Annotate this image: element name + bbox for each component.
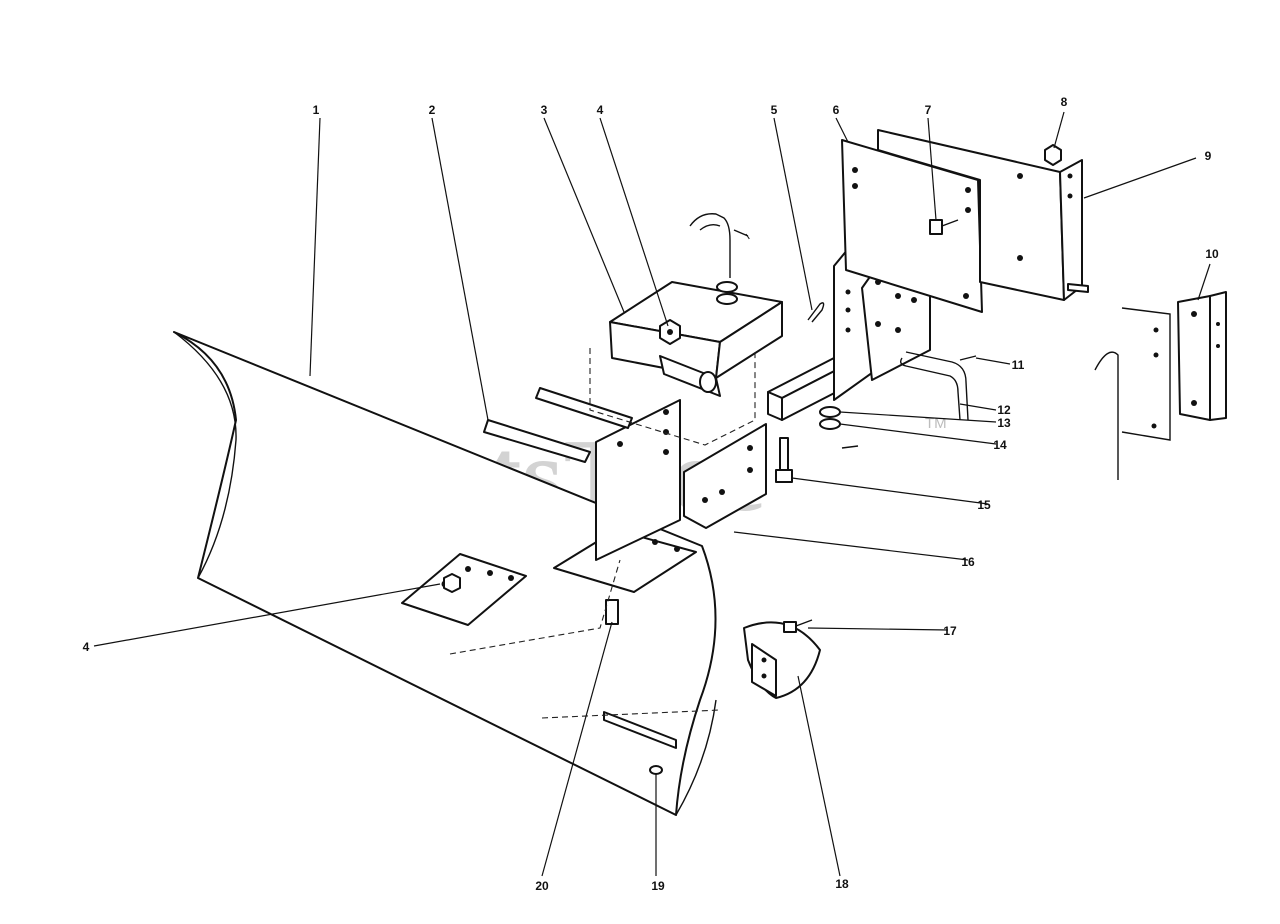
callout-14: 14 — [993, 438, 1007, 452]
washers-13-14 — [819, 406, 859, 449]
callout-4-lower: 4 — [83, 640, 90, 654]
frame-bracket — [877, 129, 1089, 301]
callout-18: 18 — [835, 877, 849, 891]
callout-7: 7 — [925, 103, 932, 117]
nut-8 — [1044, 144, 1062, 166]
pivot-bracket — [553, 399, 767, 593]
blade-bolts — [443, 559, 721, 775]
callout-13: 13 — [997, 416, 1011, 430]
callout-19: 19 — [651, 879, 665, 893]
callouts: 1 2 3 4 5 6 7 8 9 10 11 12 13 14 15 16 1… — [83, 95, 1219, 893]
skid-shoe — [743, 619, 821, 699]
callout-10: 10 — [1205, 247, 1219, 261]
callout-4: 4 — [597, 103, 604, 117]
bracket-nut — [659, 319, 681, 345]
u-channel-bracket — [589, 281, 783, 446]
callout-11: 11 — [1012, 358, 1025, 372]
callout-1: 1 — [313, 103, 320, 117]
callout-15: 15 — [977, 498, 991, 512]
pivot-pin — [483, 387, 633, 463]
leader-lines — [93, 111, 1211, 877]
callout-6: 6 — [833, 103, 840, 117]
callout-8: 8 — [1061, 95, 1068, 109]
callout-9: 9 — [1205, 149, 1212, 163]
callout-3: 3 — [541, 103, 548, 117]
side-panel — [1094, 307, 1171, 480]
callout-12: 12 — [997, 403, 1011, 417]
l-pin-12 — [899, 351, 977, 421]
callout-5: 5 — [771, 103, 778, 117]
l-pin-top — [689, 213, 751, 305]
callout-2: 2 — [429, 103, 436, 117]
callout-17: 17 — [943, 624, 957, 638]
callout-16: 16 — [961, 555, 975, 569]
watermark-trademark: TM — [925, 415, 947, 432]
cotter-pin — [807, 302, 825, 323]
bolt-15 — [775, 437, 793, 483]
callout-20: 20 — [535, 879, 549, 893]
side-bracket-10 — [1177, 291, 1227, 421]
